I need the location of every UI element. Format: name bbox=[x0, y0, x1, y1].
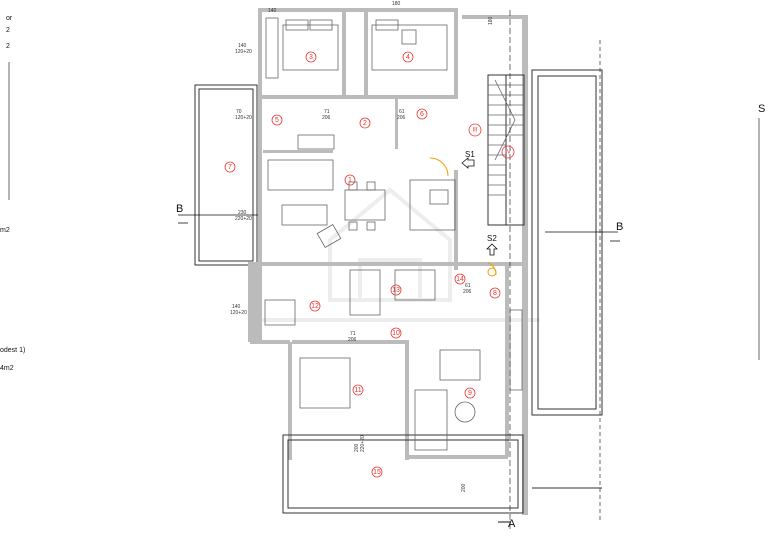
svg-text:3: 3 bbox=[309, 54, 313, 61]
dim-3: 71 bbox=[324, 109, 330, 115]
dim-5: 230 bbox=[238, 210, 247, 216]
room-9: 9 bbox=[464, 387, 476, 399]
dim-1b: 120+20 bbox=[235, 49, 252, 55]
room-6: 6 bbox=[416, 108, 428, 120]
dim-8: 61 bbox=[465, 283, 471, 289]
doors bbox=[429, 157, 497, 277]
section-a: A bbox=[508, 518, 516, 530]
dim-2b: 120+20 bbox=[235, 115, 252, 121]
svg-text:14: 14 bbox=[456, 276, 464, 283]
svg-text:5: 5 bbox=[275, 117, 279, 124]
legend-line-4: m2 bbox=[0, 227, 10, 234]
section-b-right: B bbox=[616, 221, 623, 233]
dimensions: 140 120+20 70 120+20 71 206 61 206 230 2… bbox=[230, 1, 494, 492]
right-section-marker: S bbox=[758, 103, 765, 115]
svg-text:9: 9 bbox=[468, 390, 472, 397]
svg-text:IV: IV bbox=[505, 150, 511, 156]
left-legend: or 2 2 m2 odest 1) 4m2 bbox=[0, 15, 25, 372]
room-15: 15 bbox=[371, 466, 383, 478]
svg-text:11: 11 bbox=[354, 387, 361, 394]
dim-11: 180 bbox=[392, 1, 401, 7]
section-line-a: A bbox=[498, 10, 516, 530]
dim-10: 200 bbox=[461, 483, 467, 492]
svg-text:7: 7 bbox=[228, 164, 232, 171]
section-line-b: B B bbox=[176, 203, 623, 242]
exterior-walls bbox=[248, 8, 528, 515]
legend-line-1: or bbox=[6, 15, 13, 22]
svg-text:12: 12 bbox=[311, 303, 319, 310]
room-4: 4 bbox=[402, 51, 414, 63]
room-7: 7 bbox=[224, 161, 236, 173]
room-14: 14 bbox=[454, 273, 466, 285]
dim-8b: 206 bbox=[463, 289, 472, 295]
room-1: 1 bbox=[344, 174, 356, 186]
svg-text:8: 8 bbox=[493, 290, 497, 297]
marker-s1: S1 bbox=[465, 150, 475, 159]
dim-7: 71 bbox=[350, 331, 356, 337]
dim-4b: 206 bbox=[397, 115, 406, 121]
dim-3b: 206 bbox=[322, 115, 331, 121]
section-b-left: B bbox=[176, 203, 183, 215]
balcony-7 bbox=[194, 84, 258, 266]
svg-text:13: 13 bbox=[392, 287, 400, 294]
dim-1: 140 bbox=[238, 43, 247, 49]
legend-line-2: 2 bbox=[6, 27, 10, 34]
room-11: 11 bbox=[352, 384, 364, 396]
dim-12: 180 bbox=[488, 16, 494, 25]
furniture bbox=[264, 17, 523, 451]
stair-markers: S1 S2 bbox=[461, 150, 498, 256]
dim-9b: 220+20 bbox=[360, 435, 366, 452]
legend-line-5: odest 1) bbox=[0, 347, 25, 354]
right-legend: S bbox=[758, 103, 765, 360]
svg-text:10: 10 bbox=[392, 330, 400, 337]
room-2: 2 bbox=[359, 117, 371, 129]
svg-text:4: 4 bbox=[406, 54, 410, 61]
dim-6b: 120+20 bbox=[230, 310, 247, 316]
watermark bbox=[250, 187, 540, 322]
room-5: 5 bbox=[271, 114, 283, 126]
svg-text:III: III bbox=[472, 128, 477, 134]
dim-13: 140 bbox=[268, 8, 277, 14]
dim-4: 61 bbox=[399, 109, 405, 115]
room-III: III bbox=[468, 123, 482, 137]
room-labels: 1 2 3 4 5 6 7 8 9 10 11 12 13 14 15 III … bbox=[224, 51, 515, 478]
dim-5b: 220+20 bbox=[235, 216, 252, 222]
svg-text:15: 15 bbox=[373, 469, 381, 476]
balcony-15 bbox=[282, 434, 524, 514]
dim-6: 140 bbox=[232, 304, 241, 310]
dim-9: 200 bbox=[354, 443, 360, 452]
marker-s2: S2 bbox=[487, 234, 497, 243]
room-8: 8 bbox=[489, 287, 501, 299]
room-3: 3 bbox=[305, 51, 317, 63]
right-panel bbox=[531, 40, 603, 520]
svg-text:2: 2 bbox=[363, 120, 367, 127]
legend-line-6: 4m2 bbox=[0, 365, 14, 372]
room-13: 13 bbox=[390, 284, 402, 296]
dim-7b: 206 bbox=[348, 337, 357, 343]
room-IV: IV bbox=[501, 145, 515, 159]
dim-2: 70 bbox=[236, 109, 242, 115]
svg-text:6: 6 bbox=[420, 111, 424, 118]
svg-text:1: 1 bbox=[348, 177, 352, 184]
room-10: 10 bbox=[390, 327, 402, 339]
legend-line-3: 2 bbox=[6, 43, 10, 50]
staircase bbox=[487, 74, 525, 226]
room-12: 12 bbox=[309, 300, 321, 312]
